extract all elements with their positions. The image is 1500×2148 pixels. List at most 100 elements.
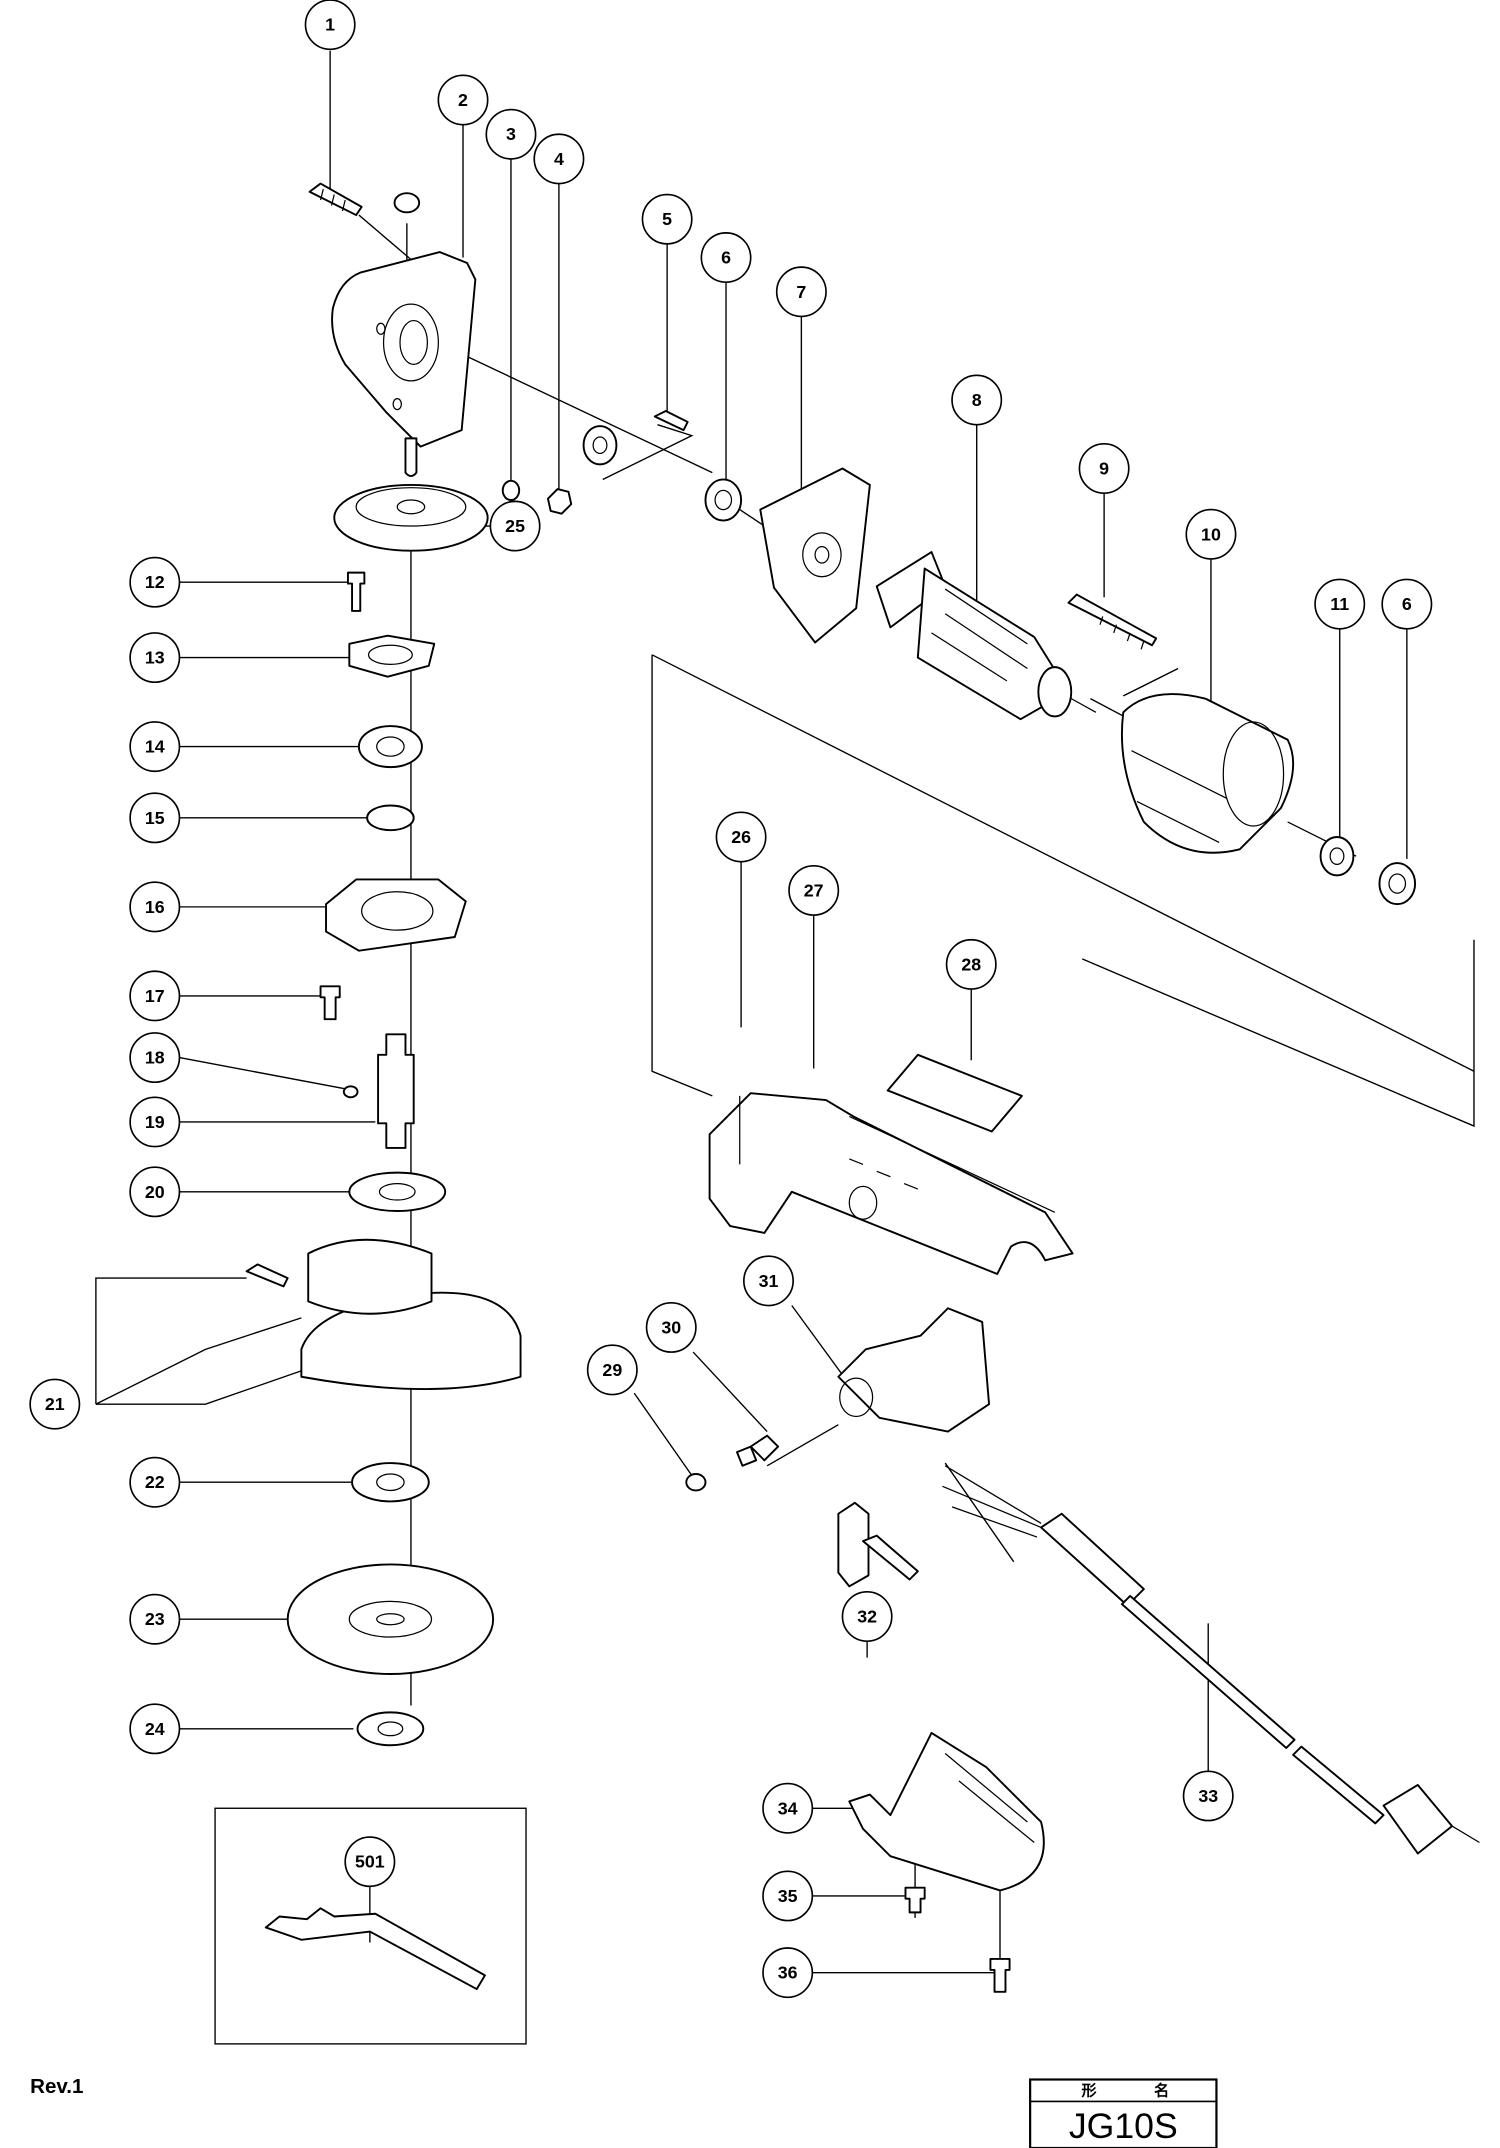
callout-16[interactable]: 16 (129, 881, 181, 933)
svg-text:1: 1 (325, 15, 335, 35)
svg-text:36: 36 (778, 1963, 798, 1983)
callout-31[interactable]: 31 (743, 1255, 794, 1307)
part-10-stator (1120, 693, 1295, 854)
part-17-screw (319, 985, 341, 1021)
callout-34[interactable]: 34 (762, 1782, 814, 1834)
part-24-lock-nut (356, 1711, 425, 1747)
part-3-washer (501, 479, 521, 501)
part-6-bearing (704, 478, 743, 522)
callout-3[interactable]: 3 (485, 108, 537, 160)
part-8-armature (875, 551, 1097, 721)
part-4-nut (546, 488, 573, 515)
part-34-tail-cover (848, 1731, 1045, 1892)
part-11-bushing (1319, 836, 1355, 877)
title-block-header-right: 名 (1154, 2081, 1169, 2099)
part-30-carbon-brush (736, 1434, 780, 1467)
svg-text:20: 20 (145, 1182, 165, 1202)
part-33-cord (942, 1465, 1480, 1855)
callout-5[interactable]: 5 (641, 193, 693, 245)
part-pin (404, 437, 418, 477)
svg-text:30: 30 (661, 1317, 681, 1337)
callout-29[interactable]: 29 (586, 1344, 638, 1396)
part-19-spindle (377, 1033, 415, 1149)
svg-text:6: 6 (721, 248, 731, 268)
part-9-long-screw (1067, 593, 1158, 650)
svg-text:29: 29 (602, 1360, 622, 1380)
callout-bubbles: 1 2 3 4 5 6 7 8 9 10 11 6 25 12 13 14 15… (29, 0, 1433, 1999)
callout-11[interactable]: 11 (1314, 578, 1366, 630)
callout-19[interactable]: 19 (129, 1096, 181, 1148)
part-14-bearing (357, 725, 423, 769)
callout-6a[interactable]: 6 (700, 232, 752, 284)
part-36-screw (989, 1957, 1011, 1993)
svg-text:14: 14 (145, 737, 165, 757)
svg-text:21: 21 (45, 1394, 65, 1414)
svg-text:25: 25 (505, 516, 525, 536)
callout-30[interactable]: 30 (645, 1301, 697, 1353)
svg-text:24: 24 (145, 1719, 165, 1739)
callout-17[interactable]: 17 (129, 970, 181, 1022)
callout-12[interactable]: 12 (129, 556, 181, 608)
part-35-screw (904, 1886, 926, 1914)
svg-text:7: 7 (796, 282, 806, 302)
callout-13[interactable]: 13 (129, 632, 181, 684)
callout-14[interactable]: 14 (129, 721, 181, 773)
callout-8[interactable]: 8 (951, 374, 1003, 426)
callout-32[interactable]: 32 (841, 1590, 893, 1642)
svg-text:28: 28 (961, 954, 981, 974)
callout-10[interactable]: 10 (1185, 508, 1237, 560)
callout-21[interactable]: 21 (29, 1378, 81, 1430)
callout-20[interactable]: 20 (129, 1166, 181, 1218)
svg-text:15: 15 (145, 808, 165, 828)
part-31-brush-holder (837, 1307, 990, 1433)
part-drawings (245, 182, 1480, 1993)
part-21-wheel-guard (245, 1238, 522, 1390)
svg-text:10: 10 (1201, 524, 1221, 544)
callout-33[interactable]: 33 (1182, 1770, 1234, 1822)
callout-35[interactable]: 35 (762, 1870, 814, 1922)
accessory-box (214, 1807, 527, 2045)
part-23-wheel (286, 1563, 495, 1675)
part-20-felt-washer (348, 1171, 447, 1212)
part-26-27-housing (708, 1092, 1074, 1275)
part-18-key (342, 1085, 359, 1099)
callout-27[interactable]: 27 (788, 864, 840, 916)
callout-24[interactable]: 24 (129, 1703, 181, 1755)
svg-text:33: 33 (1198, 1786, 1218, 1806)
callout-18[interactable]: 18 (129, 1032, 181, 1084)
callout-501[interactable]: 501 (344, 1836, 396, 1888)
svg-text:2: 2 (458, 90, 468, 110)
svg-text:3: 3 (506, 124, 516, 144)
svg-text:501: 501 (355, 1852, 385, 1872)
svg-text:4: 4 (554, 149, 564, 169)
callout-22[interactable]: 22 (129, 1456, 181, 1508)
svg-text:35: 35 (778, 1886, 798, 1906)
callout-7[interactable]: 7 (775, 266, 827, 318)
svg-text:11: 11 (1330, 594, 1349, 614)
callout-23[interactable]: 23 (129, 1593, 181, 1645)
part-6-bearing-right (1378, 862, 1417, 906)
part-28-name-plate (886, 1053, 1023, 1133)
callout-28[interactable]: 28 (945, 938, 997, 990)
callout-4[interactable]: 4 (533, 133, 585, 185)
callout-6b[interactable]: 6 (1381, 578, 1433, 630)
callout-2[interactable]: 2 (437, 74, 489, 126)
title-block-header-left: 形 (1082, 2081, 1097, 2099)
callout-26[interactable]: 26 (715, 811, 767, 863)
part-7-bearing-holder (759, 467, 871, 644)
callout-15[interactable]: 15 (129, 792, 181, 844)
model-number: JG10S (1069, 2106, 1178, 2146)
title-block: 形 名 JG10S (1029, 2078, 1218, 2148)
part-25-bevel-gear (333, 483, 489, 552)
svg-text:26: 26 (731, 827, 751, 847)
callout-25[interactable]: 25 (489, 500, 541, 552)
callout-9[interactable]: 9 (1078, 443, 1130, 494)
callout-1[interactable]: 1 (304, 0, 356, 51)
svg-text:9: 9 (1099, 459, 1109, 479)
part-501-wrench (264, 1907, 486, 1991)
svg-text:23: 23 (145, 1609, 165, 1629)
part-29-brush-cap (685, 1473, 707, 1492)
part-cap (393, 192, 421, 214)
callout-36[interactable]: 36 (762, 1947, 814, 1999)
svg-text:18: 18 (145, 1048, 165, 1068)
